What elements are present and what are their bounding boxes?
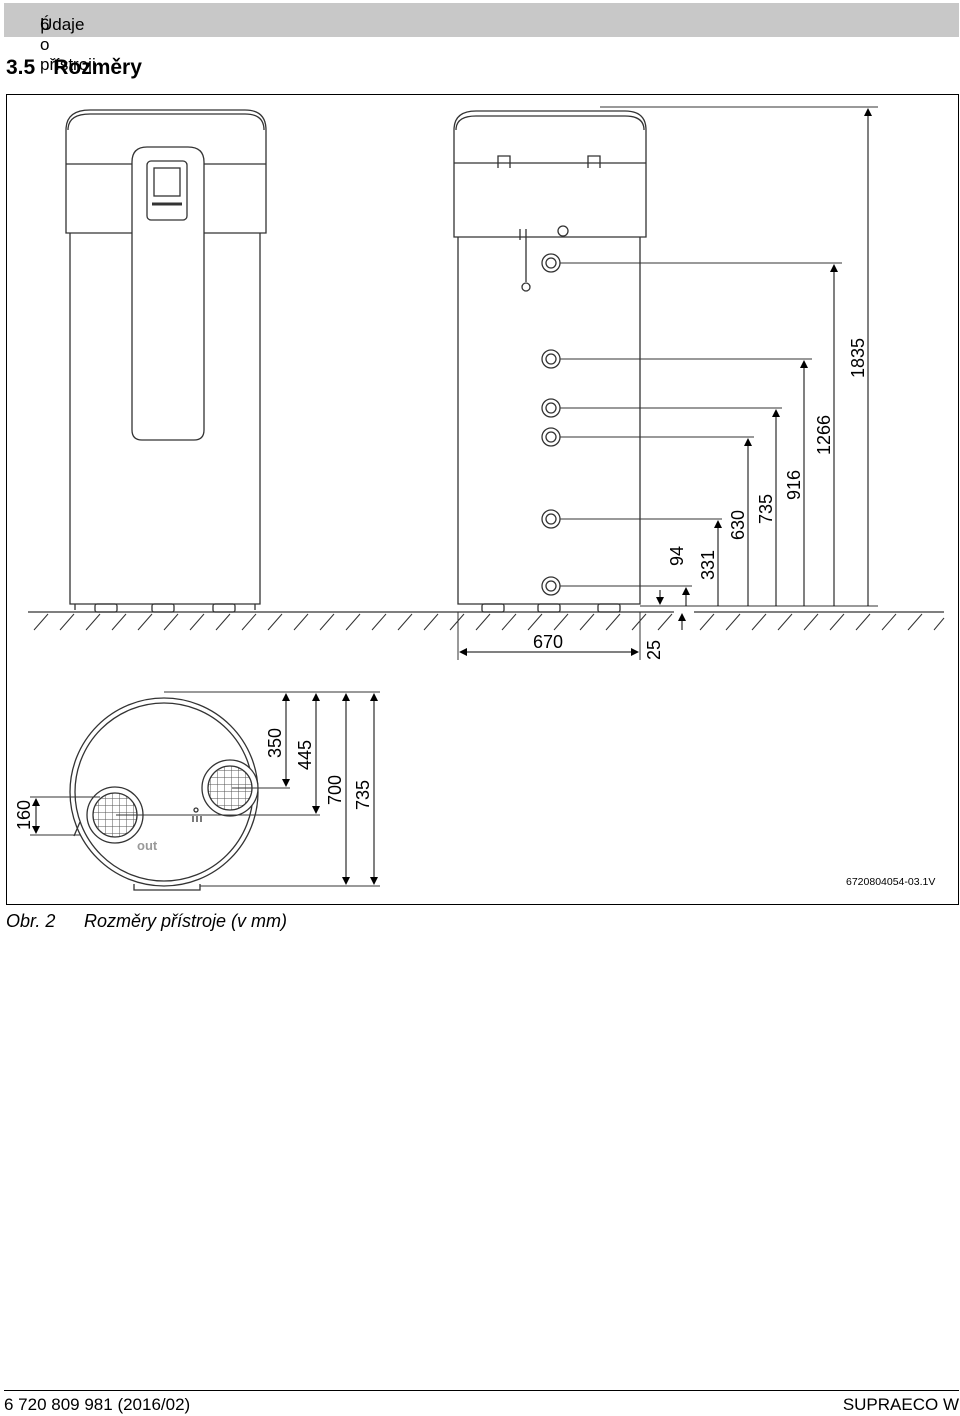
caption-text: Rozměry přístroje (v mm): [84, 911, 288, 931]
dim-1835: 1835: [848, 338, 868, 378]
dimension-labels-top: 350 445 700 735 160: [14, 728, 373, 830]
outlet-grille: [86, 786, 144, 844]
dim-1266: 1266: [814, 415, 834, 455]
dim-630: 630: [728, 510, 748, 540]
figure-caption: Obr. 2 Rozměry přístroje (v mm): [6, 911, 287, 932]
section-number: 3.5: [6, 56, 36, 79]
page-footer: 6 720 809 981 (2016/02) SUPRAECO W: [4, 1390, 959, 1414]
dimension-lines-side: [459, 108, 872, 656]
dimension-lines-top: [32, 693, 378, 885]
connections: [541, 253, 561, 596]
side-view: [453, 110, 647, 613]
dim-735-top: 735: [353, 780, 373, 810]
extension-lines: [457, 106, 878, 660]
dimension-drawing: 1835 1266 916 735 630 331 94 25 670 out: [6, 94, 959, 905]
section-name: Rozměry: [53, 56, 142, 79]
extension-lines-top: [30, 691, 380, 887]
section-title: 3.5 Rozměry: [6, 56, 142, 80]
dim-350: 350: [265, 728, 285, 758]
dim-735-side: 735: [756, 494, 776, 524]
dim-94: 94: [667, 546, 687, 566]
dim-160: 160: [14, 800, 34, 830]
figure-id: 6720804054-03.1V: [846, 876, 935, 888]
front-view: [65, 109, 267, 613]
ground: [28, 611, 945, 631]
dim-670: 670: [533, 632, 563, 652]
dim-916: 916: [784, 470, 804, 500]
footer-doc-number: 6 720 809 981 (2016/02): [4, 1395, 191, 1414]
page-header: 6 | Údaje o přístroji: [4, 3, 959, 74]
dim-25: 25: [644, 640, 664, 660]
top-view: [69, 697, 259, 891]
out-label: out: [137, 838, 158, 853]
dim-331: 331: [698, 550, 718, 580]
dim-445: 445: [295, 740, 315, 770]
caption-label: Obr. 2: [6, 911, 56, 931]
dimension-labels-side: 1835 1266 916 735 630 331 94 25 670: [533, 338, 868, 660]
footer-product: SUPRAECO W: [842, 1395, 959, 1414]
dim-700: 700: [325, 775, 345, 805]
